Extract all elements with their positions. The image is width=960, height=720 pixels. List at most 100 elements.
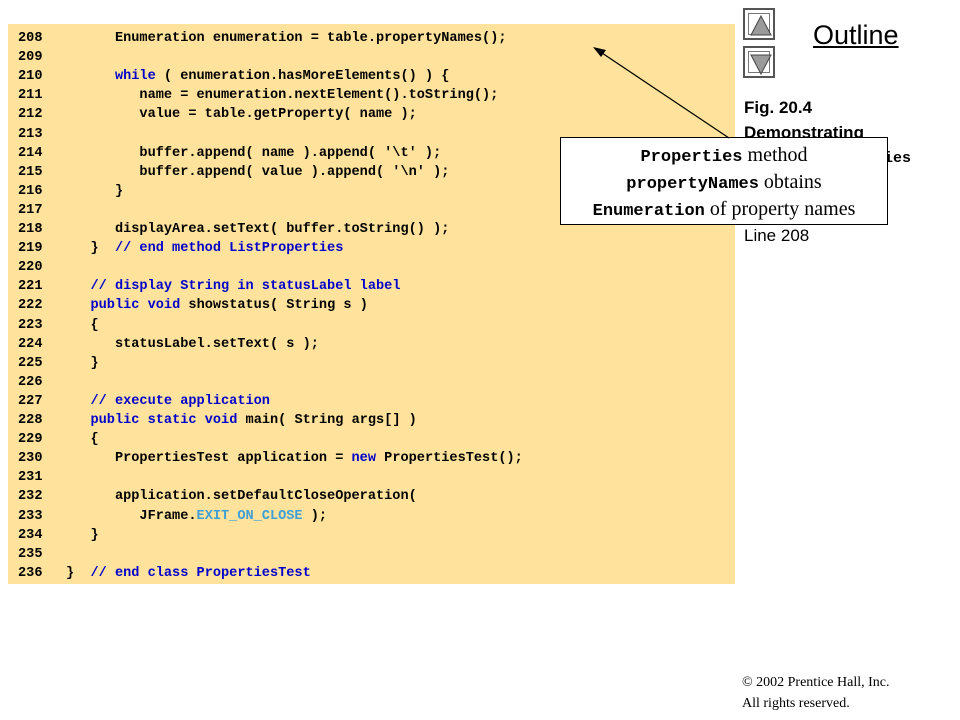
code-text: } // end class PropertiesTest	[66, 564, 311, 583]
code-token: public	[90, 413, 140, 428]
line-number: 221	[18, 279, 43, 295]
code-token: }	[66, 527, 99, 543]
line-number: 224	[18, 336, 43, 352]
line-number: 220	[18, 260, 43, 276]
code-token: EXIT_ON_CLOSE	[196, 508, 303, 524]
line-number: 235	[18, 546, 43, 562]
code-token: // execute application	[90, 393, 270, 409]
code-token: PropertiesTest application =	[66, 451, 352, 467]
line-number: 232	[18, 489, 43, 505]
callout-type-name: Enumeration	[592, 202, 705, 221]
line-number: 211	[18, 88, 43, 104]
line-number: 230	[18, 451, 43, 467]
code-token: displayArea.setText( buffer.toString() )…	[66, 222, 450, 237]
line-number: 208	[18, 31, 43, 46]
callout-line2-text: obtains	[758, 171, 822, 193]
line-number: 222	[18, 298, 43, 314]
code-token: Enumeration enumeration = table.property…	[66, 31, 507, 46]
line-number: 234	[18, 527, 43, 543]
code-token: name = enumeration.nextElement().toStrin…	[66, 88, 499, 104]
line-number: 223	[18, 317, 43, 333]
copyright-symbol: ©	[742, 675, 753, 690]
code-text: value = table.getProperty( name );	[66, 105, 417, 124]
code-token: {	[66, 317, 99, 333]
code-token: static	[147, 413, 197, 428]
code-text: }	[66, 182, 123, 201]
line-number: 231	[18, 470, 43, 486]
code-text: Enumeration enumeration = table.property…	[66, 29, 507, 48]
outline-link[interactable]: Outline	[813, 20, 899, 50]
callout-class-name: Properties	[640, 148, 743, 167]
code-token: ( enumeration.hasMoreElements() ) {	[155, 69, 450, 85]
code-text: }	[66, 354, 99, 373]
code-text: public static void main( String args[] )	[66, 411, 417, 430]
code-text: statusLabel.setText( s );	[66, 335, 319, 354]
code-text: buffer.append( name ).append( '\t' );	[66, 144, 441, 163]
copyright-text: 2002 Prentice Hall, Inc.	[752, 675, 890, 690]
code-token: void	[147, 298, 181, 314]
figure-label: Fig. 20.4	[744, 98, 813, 117]
line-number: 229	[18, 432, 43, 448]
code-token: // end class PropertiesTest	[90, 565, 311, 581]
code-token: {	[66, 432, 99, 448]
code-text: PropertiesTest application = new Propert…	[66, 449, 523, 468]
code-text: public void showstatus( String s )	[66, 296, 367, 315]
code-token: // display String in statusLabel label	[90, 279, 401, 295]
line-number: 210	[18, 69, 43, 85]
code-token: // end method ListProperties	[114, 241, 344, 257]
line-number: 225	[18, 355, 43, 371]
code-text: }	[66, 526, 99, 545]
code-text: // display String in statusLabel label	[66, 277, 400, 296]
line-number: 218	[18, 222, 43, 237]
code-token: }	[66, 565, 91, 581]
code-token	[66, 394, 90, 409]
line-number: 233	[18, 508, 43, 524]
code-text: application.setDefaultCloseOperation(	[66, 487, 417, 506]
code-token	[139, 298, 147, 313]
code-text: while ( enumeration.hasMoreElements() ) …	[66, 67, 449, 86]
copyright-line-2: All rights reserved.	[742, 696, 850, 711]
triangle-up-icon	[750, 14, 772, 36]
code-token	[139, 413, 147, 428]
code-listing-panel: 208 Enumeration enumeration = table.prop…	[8, 24, 735, 584]
code-token: while	[114, 69, 156, 85]
code-text: {	[66, 316, 99, 335]
line-number: 219	[18, 241, 43, 257]
line-number: 226	[18, 374, 43, 390]
code-token: buffer.append( value ).append( '\n' );	[66, 164, 450, 180]
previous-slide-button[interactable]	[743, 8, 775, 40]
line-number: 214	[18, 145, 43, 161]
code-token: buffer.append( name ).append( '\t' );	[66, 145, 442, 161]
code-text: displayArea.setText( buffer.toString() )…	[66, 220, 449, 239]
code-token: JFrame.	[66, 508, 197, 524]
callout-line-3: Enumeration of property names	[561, 197, 887, 224]
line-reference: Line 208	[744, 226, 810, 245]
code-text: JFrame.EXIT_ON_CLOSE );	[66, 507, 327, 526]
copyright-notice: © 2002 Prentice Hall, Inc. All rights re…	[742, 672, 890, 714]
code-token: }	[66, 355, 99, 371]
line-number: 209	[18, 50, 43, 66]
triangle-down-icon	[750, 54, 772, 76]
code-token: value = table.getProperty( name );	[66, 107, 417, 123]
callout-line-1: Properties method	[561, 143, 887, 170]
line-number: 215	[18, 164, 43, 180]
callout-line1-text: method	[742, 144, 808, 166]
code-token	[66, 413, 90, 428]
code-token	[66, 279, 90, 294]
line-number: 236	[18, 565, 43, 581]
code-text: name = enumeration.nextElement().toStrin…	[66, 86, 498, 105]
next-slide-button[interactable]	[743, 46, 775, 78]
line-number: 228	[18, 413, 43, 428]
callout-box: Properties method propertyNames obtains …	[560, 137, 888, 225]
line-number: 227	[18, 393, 43, 409]
line-number: 212	[18, 107, 43, 123]
code-token: main( String args[] )	[237, 413, 417, 428]
code-token	[66, 298, 90, 313]
code-token: new	[351, 451, 376, 467]
line-number: 216	[18, 183, 43, 199]
callout-line-2: propertyNames obtains	[561, 170, 887, 197]
code-token	[66, 69, 115, 84]
code-text: {	[66, 430, 99, 449]
figure-title-line2: ies	[884, 150, 912, 167]
code-text: // execute application	[66, 392, 270, 411]
